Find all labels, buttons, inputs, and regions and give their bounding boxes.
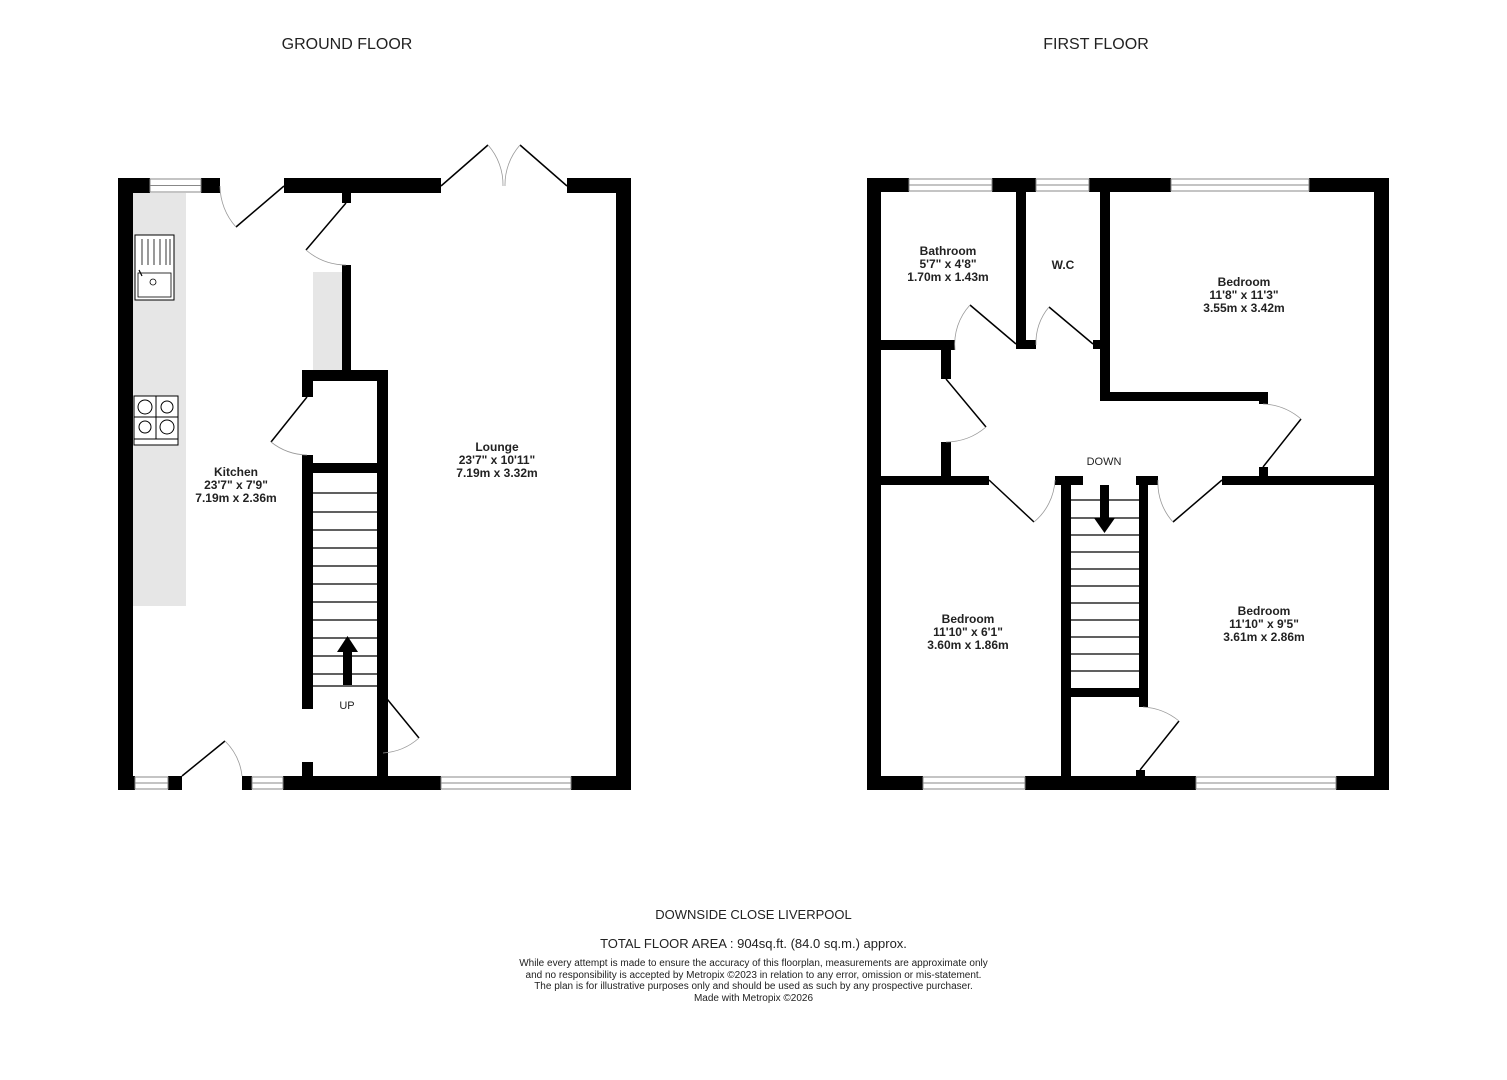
stairs-up-arrow-icon bbox=[337, 636, 358, 685]
first-internal-walls bbox=[881, 192, 1374, 776]
disclaimer-line: and no responsibility is accepted by Met… bbox=[525, 969, 982, 981]
first-outer-walls bbox=[867, 178, 1389, 790]
stairs-down-arrow-icon bbox=[1094, 485, 1115, 533]
room-name: W.C bbox=[1051, 258, 1075, 272]
room-metric: 3.55m x 3.42m bbox=[1203, 301, 1285, 315]
ground-outer-walls bbox=[118, 178, 631, 790]
stairs-down-label: DOWN bbox=[1086, 456, 1122, 468]
property-address: DOWNSIDE CLOSE LIVERPOOL bbox=[655, 907, 852, 922]
made-with-credit: Made with Metropix ©2026 bbox=[693, 992, 814, 1004]
room-metric: 7.19m x 3.32m bbox=[456, 466, 538, 480]
stairs-up-label: UP bbox=[339, 700, 355, 712]
lounge-alcove-counter bbox=[313, 272, 342, 370]
disclaimer-line: While every attempt is made to ensure th… bbox=[519, 958, 988, 969]
first-stairs bbox=[1071, 499, 1139, 672]
room-metric: 3.61m x 2.86m bbox=[1223, 630, 1305, 644]
room-label-bathroom: Bathroom 5'7" x 4'8" 1.70m x 1.43m bbox=[907, 245, 988, 284]
ground-internal-walls bbox=[302, 193, 388, 776]
room-label-wc: W.C bbox=[1052, 259, 1075, 272]
room-imperial: 23'7" x 7'9" bbox=[204, 478, 268, 492]
room-label-bedroom-2: Bedroom 11'10" x 6'1" 3.60m x 1.86m bbox=[927, 613, 1008, 652]
room-label-bedroom-3: Bedroom 11'10" x 9'5" 3.61m x 2.86m bbox=[1223, 605, 1304, 644]
room-name: Bedroom bbox=[1217, 275, 1271, 289]
ground-floor-plan bbox=[118, 144, 631, 790]
room-name: Kitchen bbox=[213, 465, 258, 479]
ground-stairs bbox=[313, 492, 377, 687]
kitchen-hob-icon bbox=[133, 395, 179, 446]
room-imperial: 11'10" x 9'5" bbox=[1229, 617, 1299, 631]
room-name: Lounge bbox=[475, 440, 519, 454]
ground-windows bbox=[134, 178, 572, 790]
ground-doors bbox=[181, 144, 568, 777]
room-label-lounge: Lounge 23'7" x 10'11" 7.19m x 3.32m bbox=[456, 441, 537, 480]
room-name: Bedroom bbox=[941, 612, 995, 626]
disclaimer-line: The plan is for illustrative purposes on… bbox=[534, 981, 973, 992]
room-name: Bedroom bbox=[1237, 604, 1291, 618]
total-floor-area: TOTAL FLOOR AREA : 904sq.ft. (84.0 sq.m.… bbox=[600, 936, 907, 951]
room-label-kitchen: Kitchen 23'7" x 7'9" 7.19m x 2.36m bbox=[195, 466, 276, 505]
room-imperial: 23'7" x 10'11" bbox=[458, 453, 536, 467]
ground-floor-title: GROUND FLOOR bbox=[281, 36, 413, 53]
first-windows bbox=[908, 178, 1337, 790]
room-metric: 3.60m x 1.86m bbox=[927, 638, 1009, 652]
first-floor-title: FIRST FLOOR bbox=[1043, 36, 1149, 53]
room-metric: 1.70m x 1.43m bbox=[907, 270, 989, 284]
room-name: Bathroom bbox=[919, 244, 977, 258]
first-doors bbox=[945, 304, 1302, 771]
room-imperial: 5'7" x 4'8" bbox=[919, 257, 977, 271]
kitchen-sink-icon bbox=[134, 234, 175, 301]
disclaimer: While every attempt is made to ensure th… bbox=[0, 958, 1507, 1004]
room-metric: 7.19m x 2.36m bbox=[195, 491, 277, 505]
room-label-bedroom-1: Bedroom 11'8" x 11'3" 3.55m x 3.42m bbox=[1203, 276, 1284, 315]
room-imperial: 11'10" x 6'1" bbox=[933, 625, 1003, 639]
room-imperial: 11'8" x 11'3" bbox=[1209, 288, 1279, 302]
first-floor-plan bbox=[867, 178, 1389, 790]
